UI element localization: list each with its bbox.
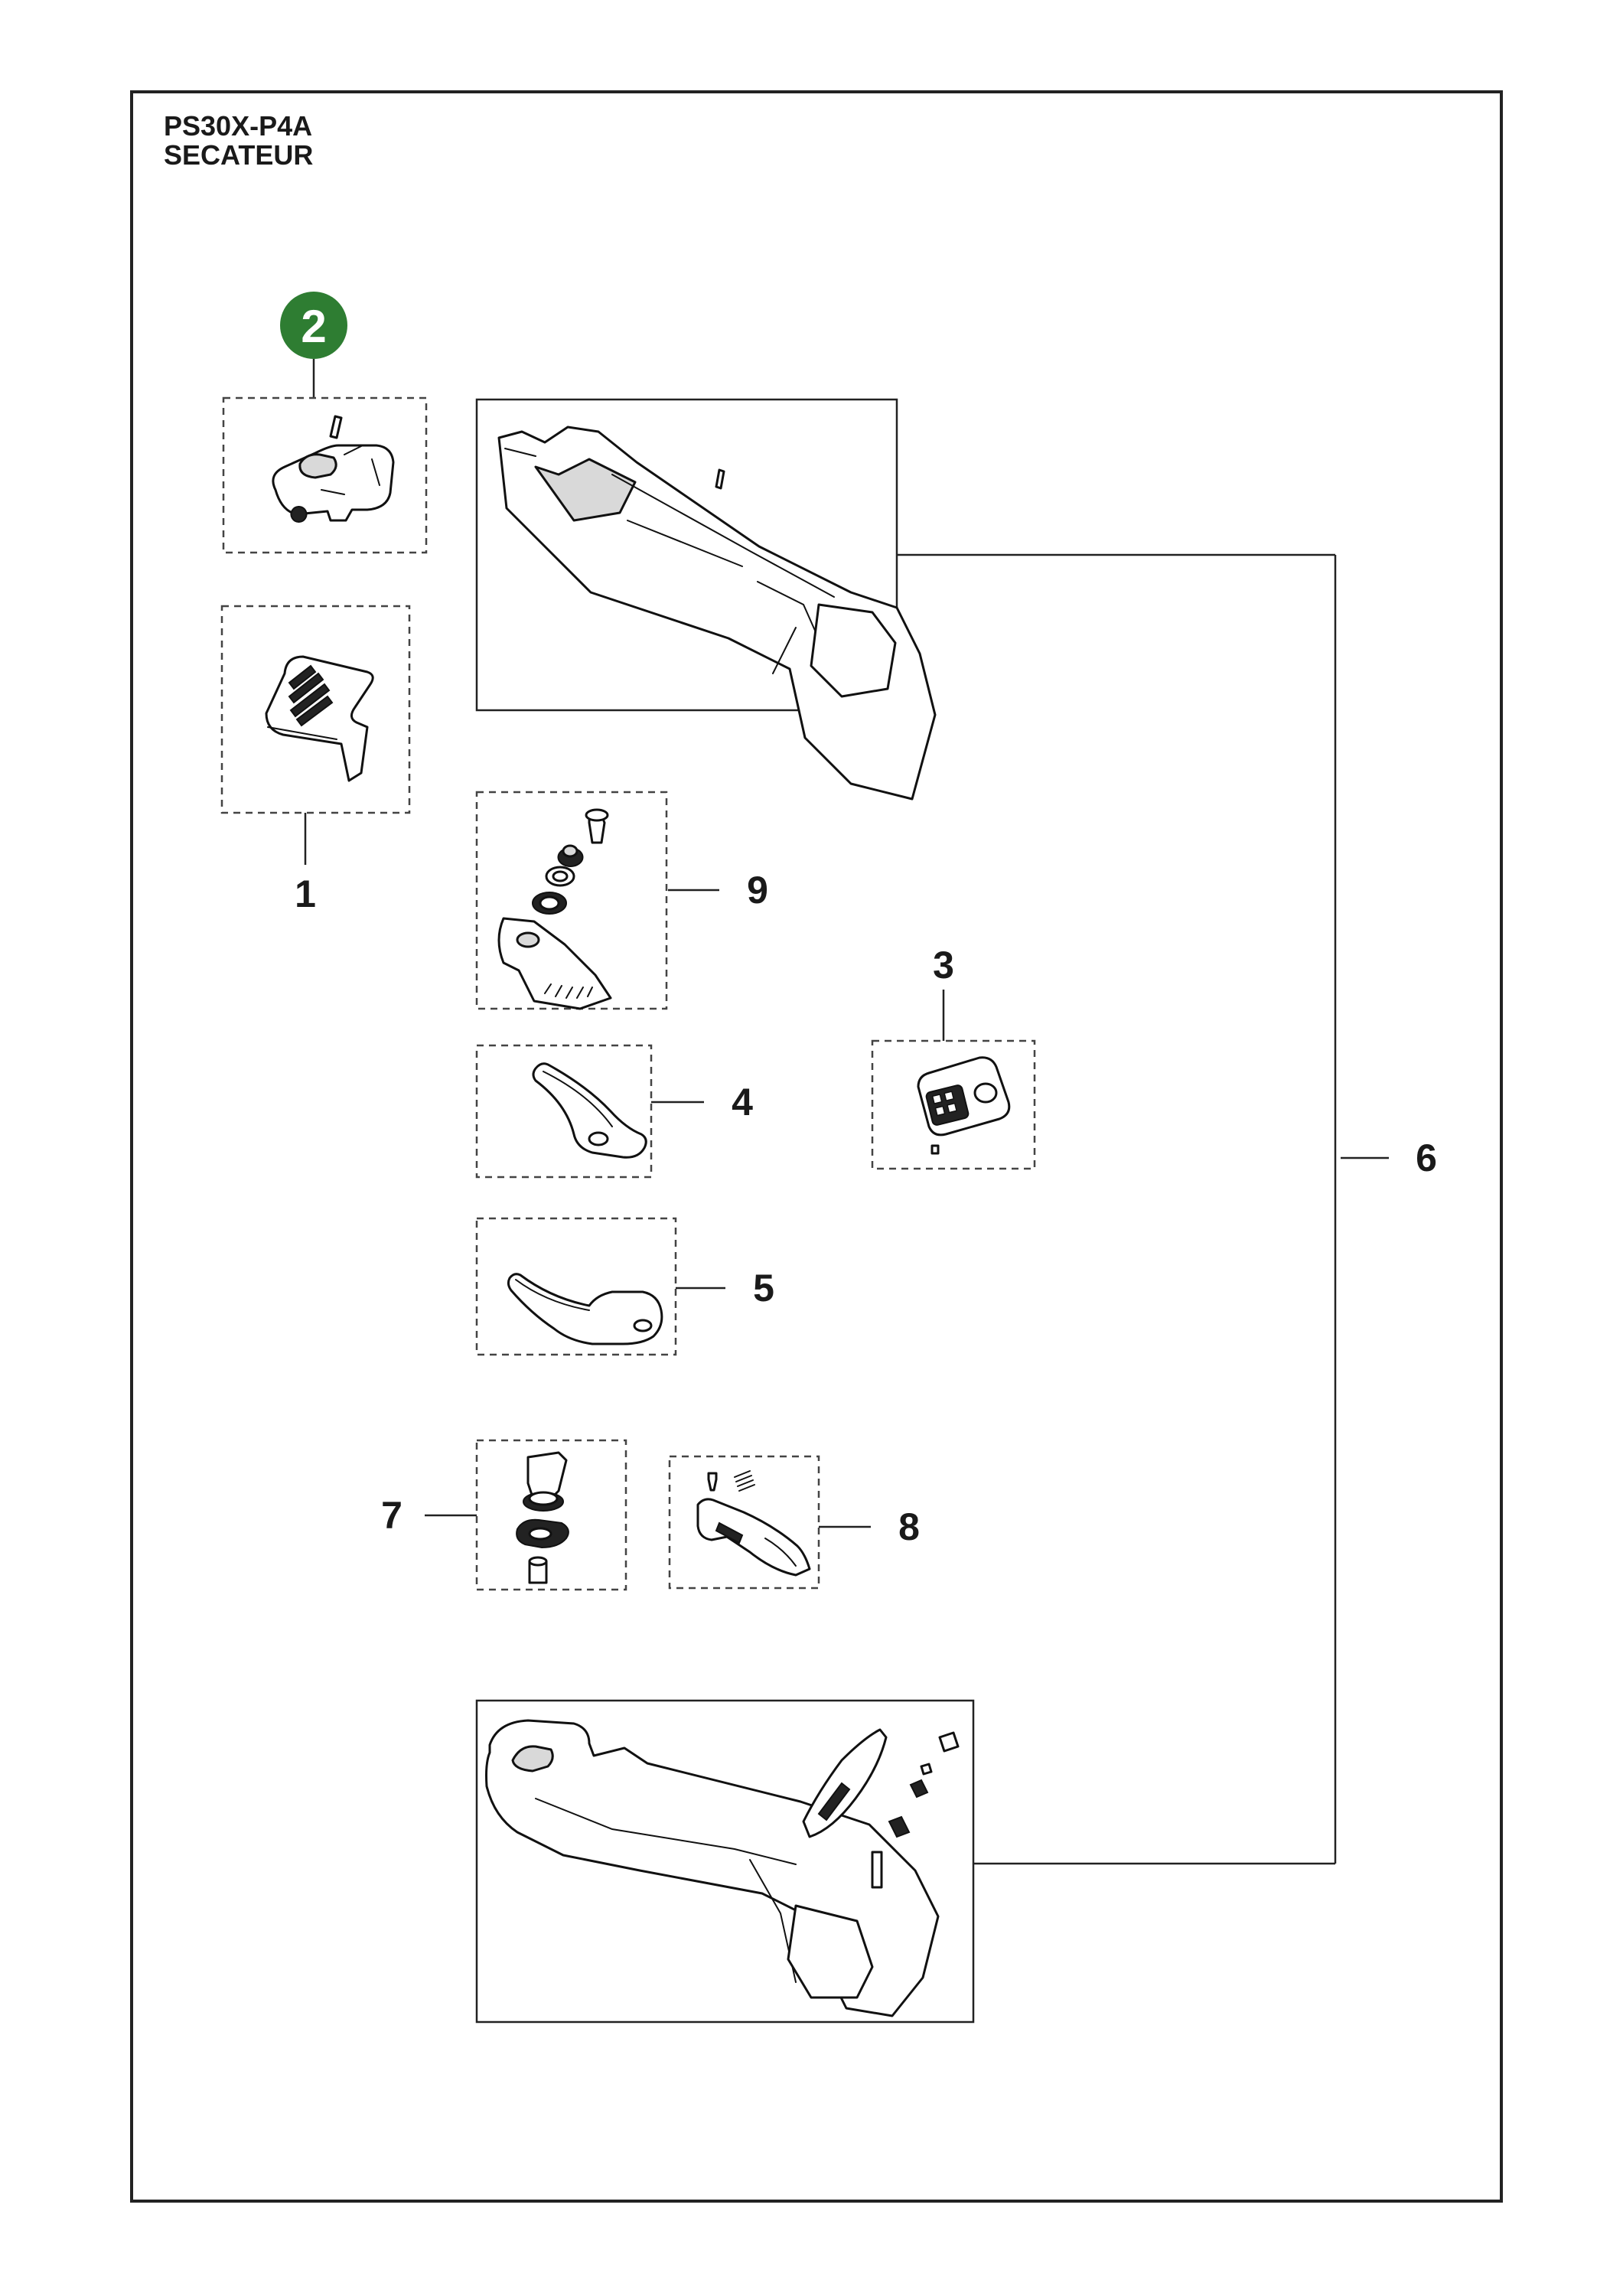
part-9-box — [475, 791, 668, 1010]
part-4-group[interactable]: 4 — [475, 1044, 753, 1179]
callout-5: 5 — [753, 1267, 774, 1309]
model-title: PS30X-P4A — [164, 110, 312, 142]
part-1-drawing — [265, 655, 374, 782]
part-2-badge[interactable] — [280, 292, 347, 359]
part-9-drawing — [497, 808, 612, 1010]
part-7-box — [475, 1439, 627, 1591]
part-2-drawing — [272, 415, 395, 523]
callout-4: 4 — [732, 1081, 753, 1124]
part-8-box — [668, 1455, 820, 1590]
part-3-box — [871, 1039, 1036, 1170]
callout-3: 3 — [933, 944, 954, 987]
product-title: SECATEUR — [164, 139, 313, 171]
upper-housing-group[interactable] — [475, 398, 937, 801]
part-5-drawing — [507, 1273, 663, 1345]
part-3-drawing — [917, 1056, 1011, 1155]
part-3-group[interactable]: 3 — [871, 944, 1036, 1170]
lower-housing-drawing — [485, 1719, 960, 2017]
part-2-group[interactable]: 2 — [222, 292, 428, 554]
part-4-box — [475, 1044, 653, 1179]
lower-housing-box — [475, 1699, 975, 2024]
part-8-drawing — [696, 1470, 811, 1577]
part-2-badge-number: 2 — [301, 301, 326, 352]
part-5-box — [475, 1217, 677, 1356]
part-5-group[interactable]: 5 — [475, 1217, 774, 1356]
callout-8: 8 — [898, 1505, 920, 1548]
callout-1: 1 — [295, 872, 316, 915]
part-4-drawing — [532, 1062, 647, 1159]
lower-housing-group[interactable] — [475, 1699, 975, 2024]
part-9-group[interactable]: 9 — [475, 791, 768, 1010]
callout-9: 9 — [747, 869, 768, 912]
part-7-drawing — [516, 1451, 569, 1584]
part-7-group[interactable]: 7 — [381, 1439, 627, 1591]
page-frame — [130, 90, 1503, 2203]
callout-6[interactable]: 6 — [1416, 1137, 1437, 1179]
part-1-group[interactable]: 1 — [220, 605, 411, 915]
callout-7: 7 — [381, 1494, 402, 1537]
part-6-bracket — [897, 553, 1389, 1865]
upper-housing-drawing — [497, 426, 937, 801]
part-8-group[interactable]: 8 — [668, 1455, 920, 1590]
part-2-box — [222, 396, 428, 554]
